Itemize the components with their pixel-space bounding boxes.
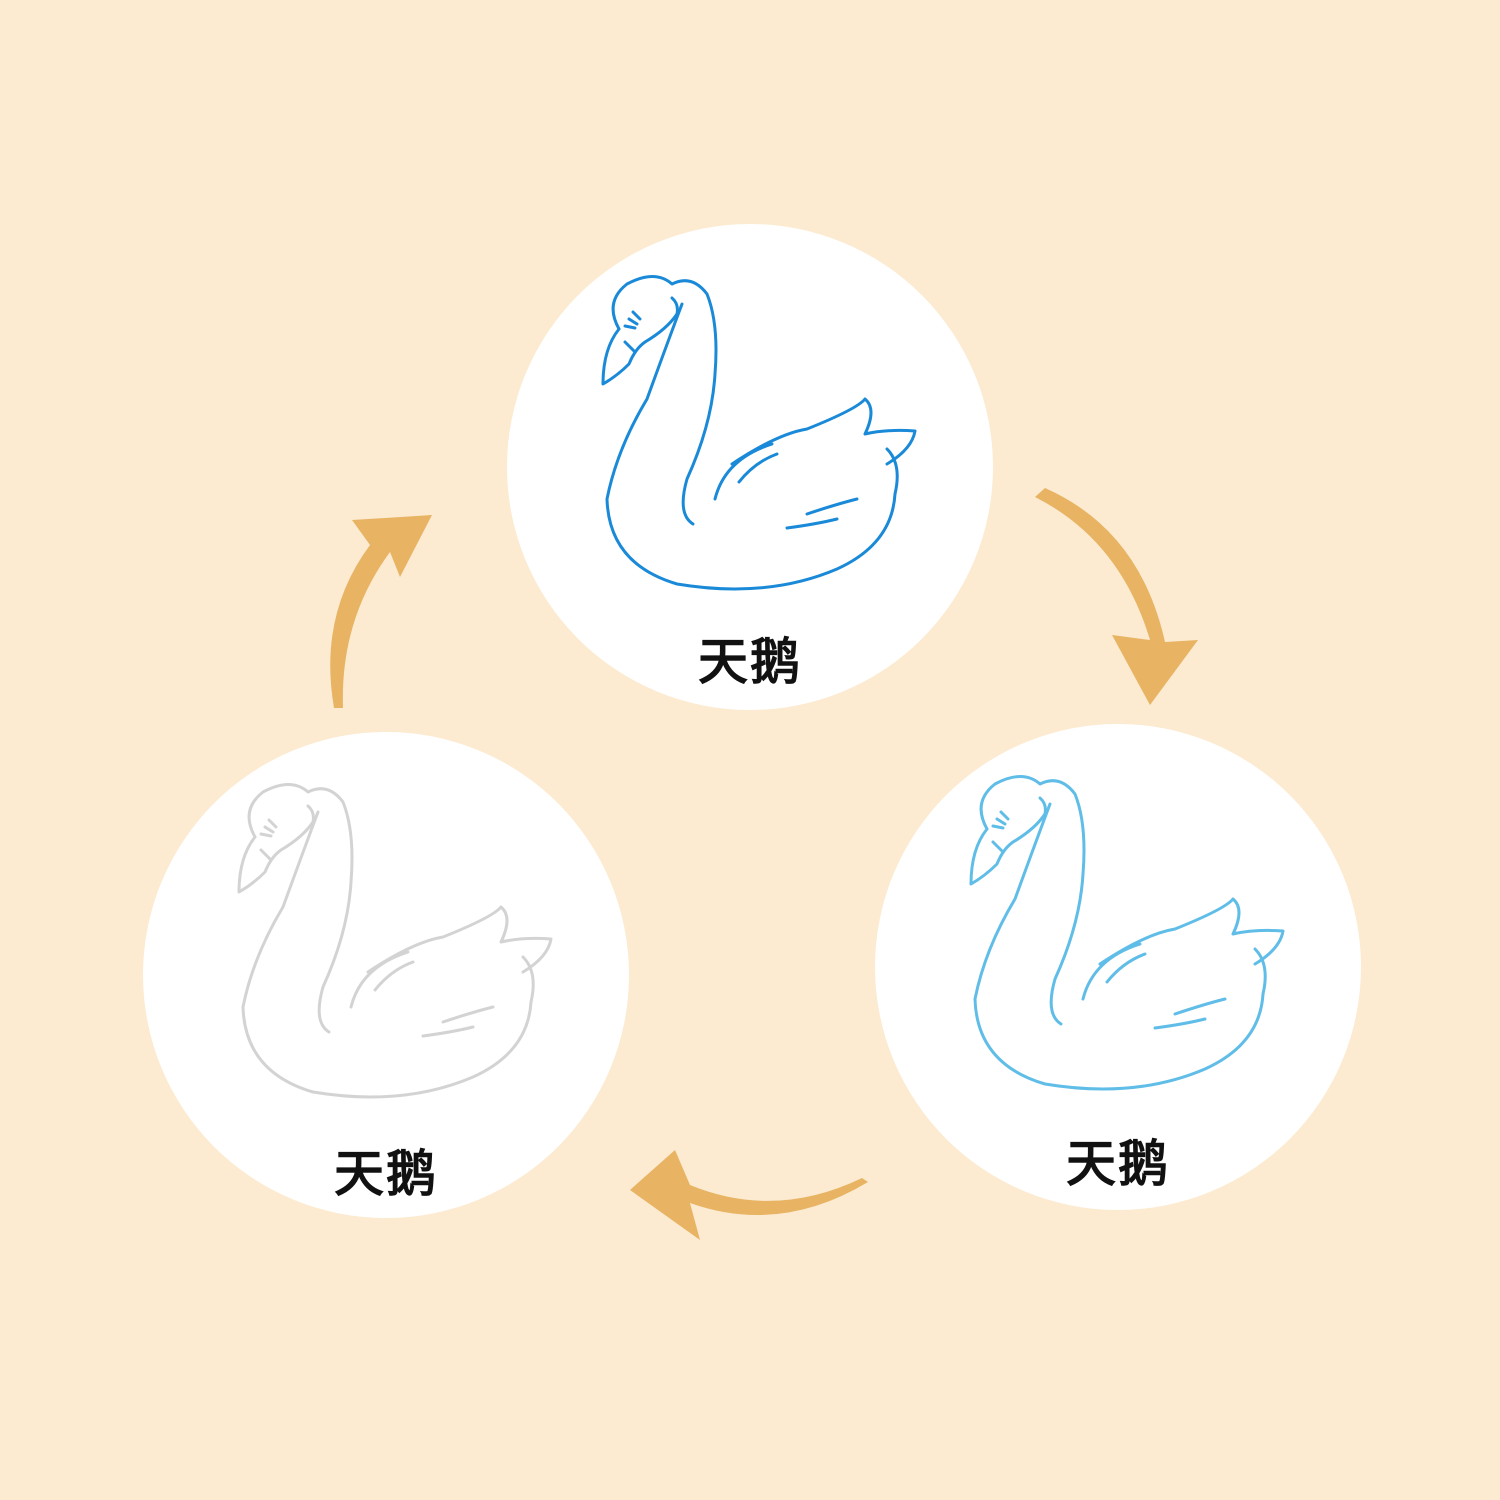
- swan-icon: [601, 275, 917, 591]
- stage-circle-light: 天鹅: [875, 724, 1361, 1210]
- swan-icon: [969, 775, 1285, 1091]
- stage-label: 天鹅: [334, 1145, 438, 1203]
- swan-icon: [237, 783, 553, 1099]
- arrow-left-to-top: [330, 515, 432, 708]
- arrow-right-to-left: [630, 1150, 868, 1240]
- stage-circle-colored: 天鹅: [507, 224, 993, 710]
- stage-label: 天鹅: [698, 633, 802, 691]
- arrow-top-to-right: [1035, 488, 1198, 705]
- stage-circle-faded: 天鹅: [143, 732, 629, 1218]
- stage-label: 天鹅: [1066, 1135, 1170, 1193]
